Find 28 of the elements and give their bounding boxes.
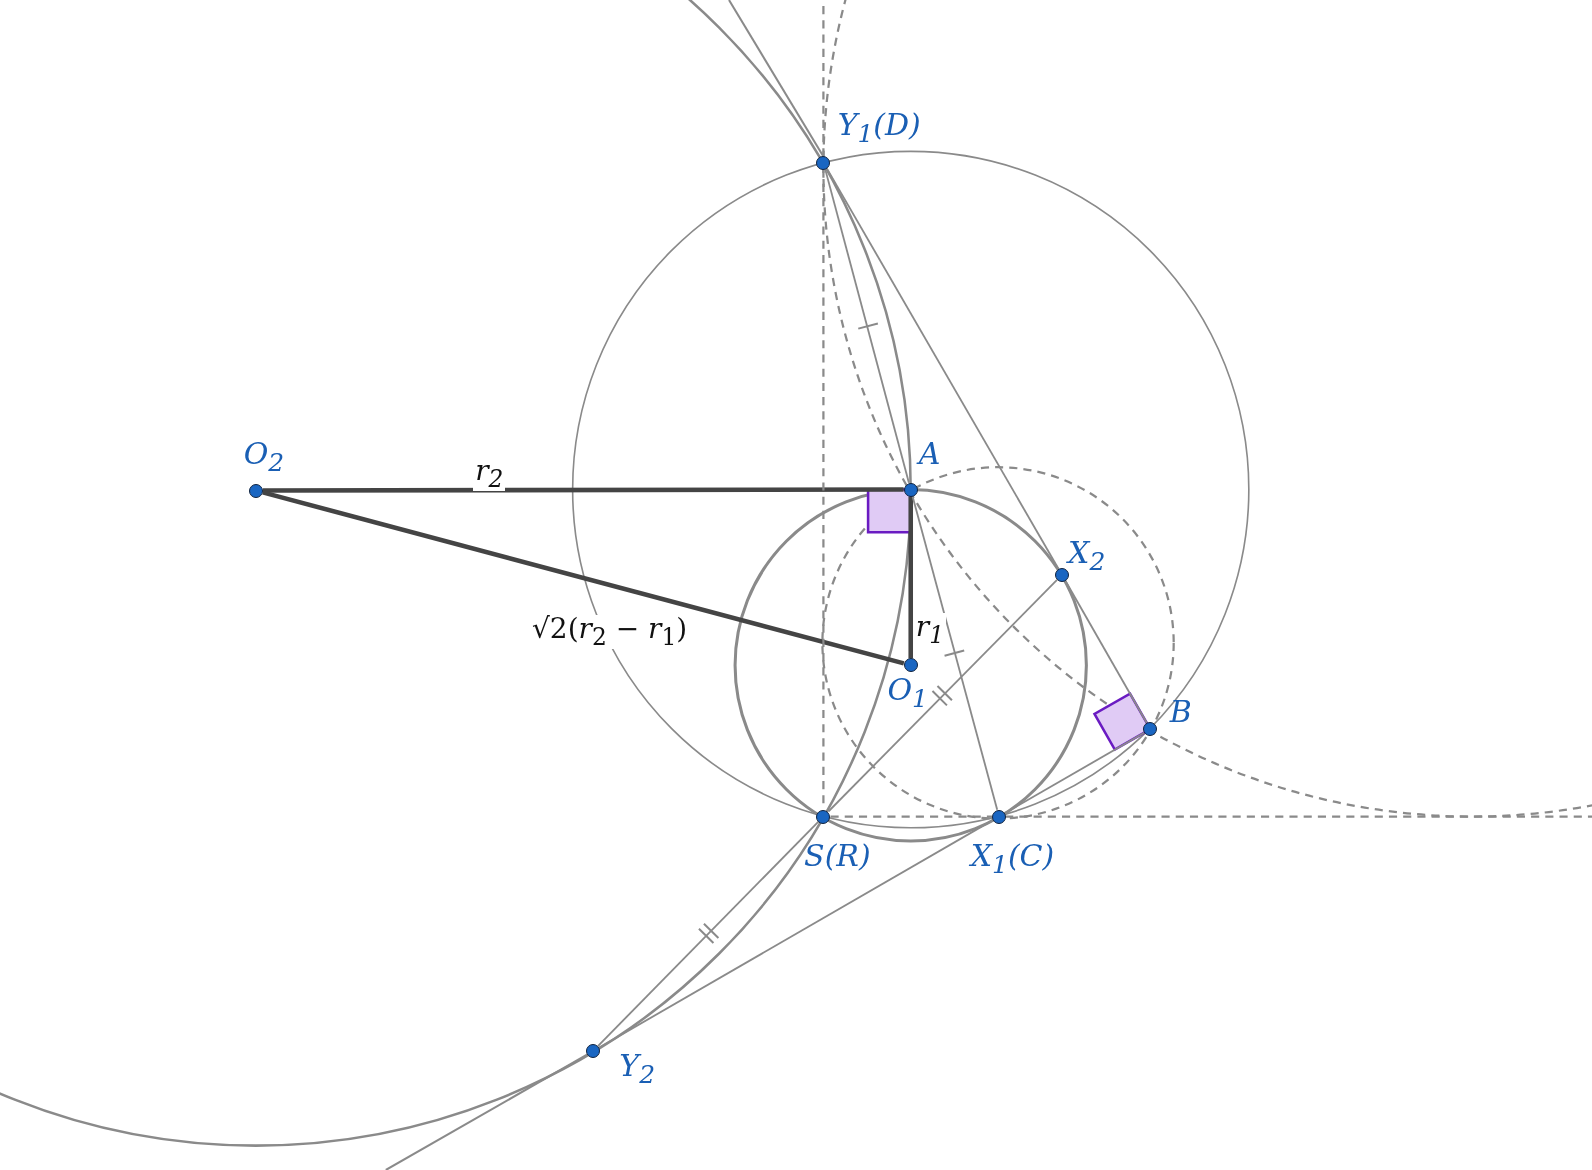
- dashed-line: [830, 815, 992, 818]
- point-marker: [816, 155, 831, 170]
- point-label: X$_{1}$(C): [970, 840, 1055, 877]
- line-segment: [911, 495, 999, 811]
- point-label: Y$_{2}$: [619, 1051, 656, 1088]
- point-marker: [248, 483, 263, 498]
- line-segment: [262, 487, 904, 493]
- point-label: B: [1169, 696, 1192, 727]
- line-segment: [598, 819, 994, 1049]
- line-segment: [597, 820, 820, 1047]
- point-marker: [816, 809, 831, 824]
- point-label: X$_{2}$: [1068, 538, 1106, 575]
- line-segment: [827, 579, 1058, 813]
- line-segment: [824, 168, 910, 484]
- point-label: A: [918, 438, 941, 469]
- line-segment: [262, 490, 905, 666]
- point-marker: [903, 658, 918, 673]
- point-label: O$_{2}$: [243, 438, 285, 475]
- point-label: S(R): [804, 840, 871, 871]
- line-segment: [1064, 580, 1148, 724]
- point-label: Y$_{1}$(D): [837, 109, 921, 146]
- point-label: O$_{1}$: [887, 675, 928, 712]
- line-segment: [908, 496, 913, 659]
- line-segment: [826, 167, 1060, 570]
- line-segment: [1004, 731, 1146, 814]
- point-marker: [1055, 567, 1069, 582]
- point-marker: [585, 1044, 600, 1059]
- point-marker: [992, 809, 1007, 824]
